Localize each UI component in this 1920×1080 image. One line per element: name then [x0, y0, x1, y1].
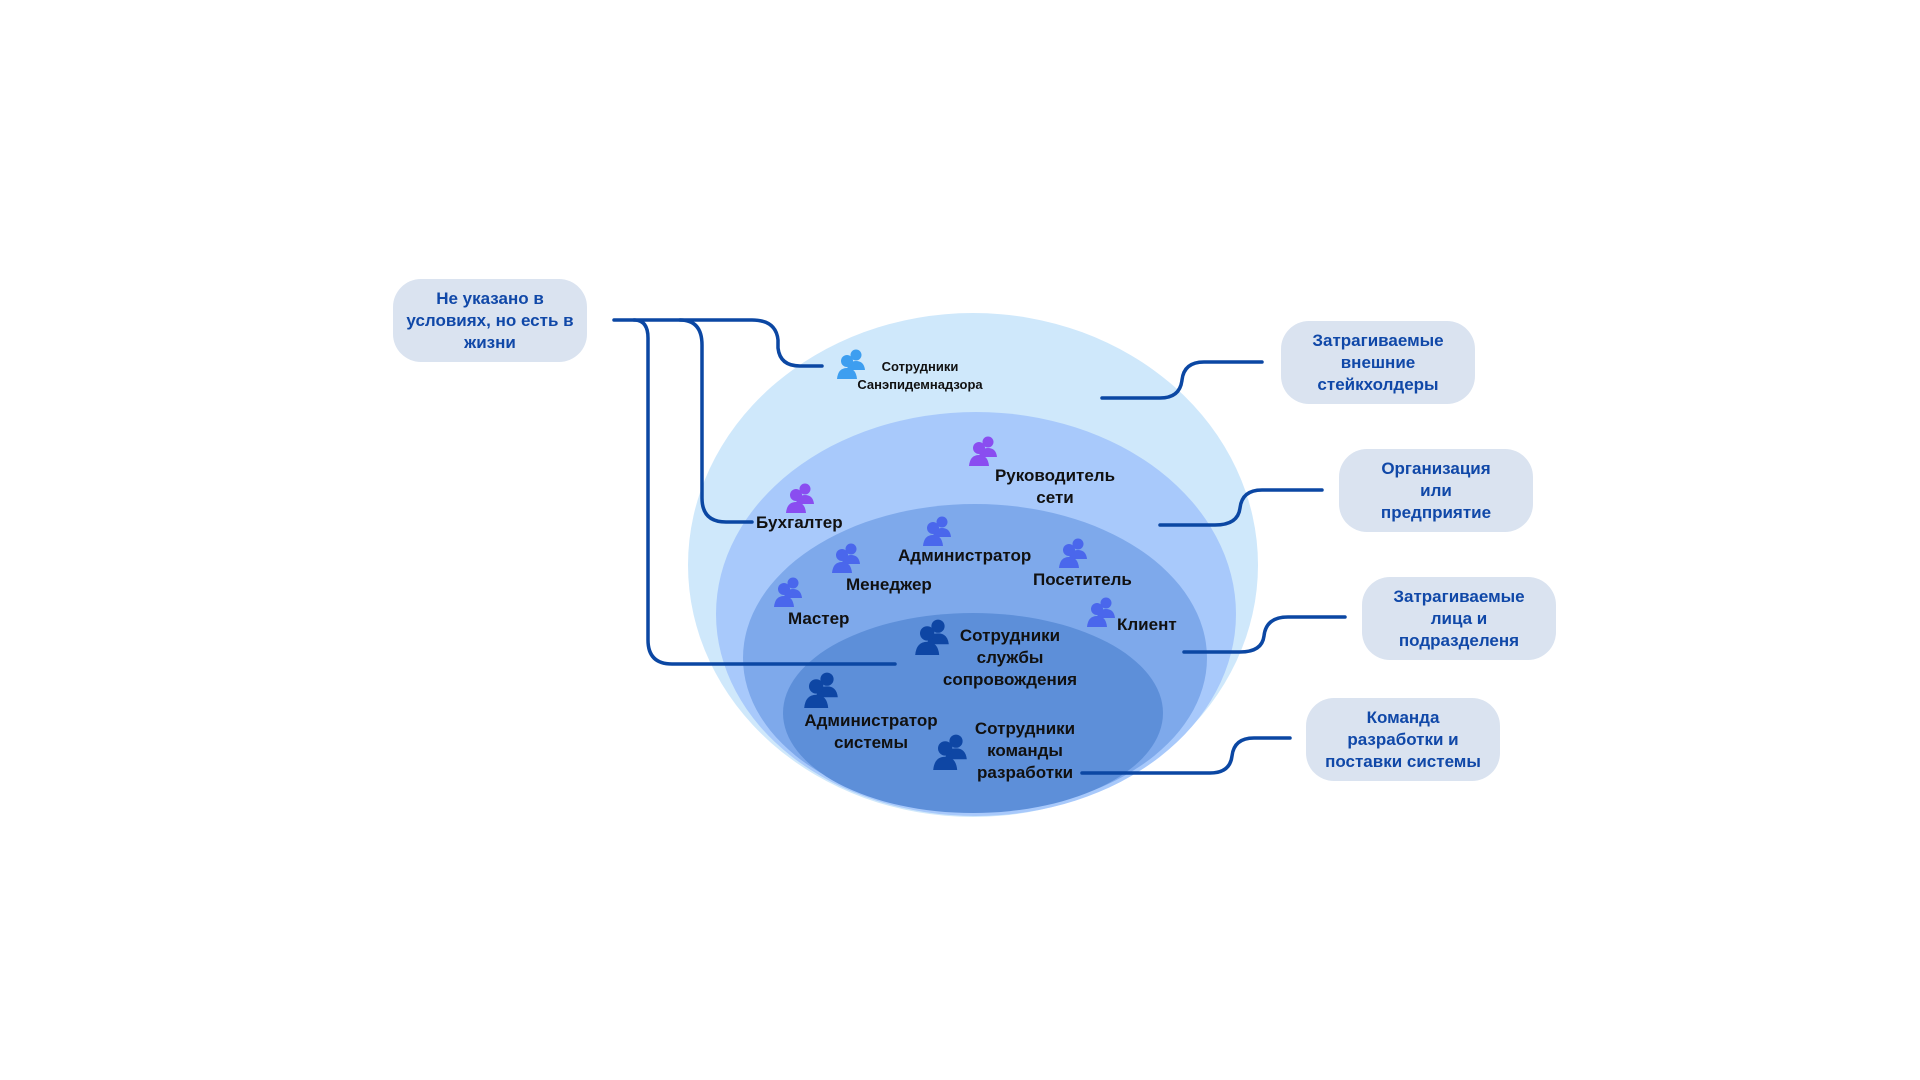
stakeholder-sys-admin-label: Администратор системы: [804, 711, 938, 752]
people-icon: [804, 672, 838, 708]
callout-affected: Затрагиваемые лица и подразделеня: [1362, 577, 1556, 660]
people-icon: [933, 734, 967, 770]
callout-organization-text: Организация или предприятие: [1380, 458, 1492, 522]
people-icon: [923, 516, 951, 546]
callout-external: Затрагиваемые внешние стейкхолдеры: [1281, 321, 1475, 404]
stakeholder-client-label: Клиент: [1117, 615, 1177, 634]
people-icon: [774, 577, 802, 607]
people-icon: [837, 349, 865, 379]
callout-unspecified-text: Не указано в условиях, но есть в жизни: [406, 288, 574, 352]
stakeholder-administrator-label: Администратор: [898, 546, 1032, 565]
stakeholder-dev-staff-label: Сотрудники команды разработки: [974, 719, 1076, 782]
callout-affected-text: Затрагиваемые лица и подразделеня: [1393, 586, 1525, 650]
callout-dev-team: Команда разработки и поставки системы: [1306, 698, 1500, 781]
stakeholder-manager-label: Менеджер: [846, 575, 932, 594]
left-connectors: [612, 318, 897, 666]
callout-dev-team-text: Команда разработки и поставки системы: [1325, 707, 1481, 771]
connector-organization: [1158, 488, 1324, 527]
stakeholder-visitor-label: Посетитель: [1033, 570, 1132, 589]
connector-external: [1100, 360, 1264, 400]
people-icon: [1059, 538, 1087, 568]
callout-unspecified: Не указано в условиях, но есть в жизни: [393, 279, 587, 362]
stakeholder-network-head-label: Руководитель сети: [994, 466, 1116, 507]
people-icon: [832, 543, 860, 573]
people-icon: [1087, 597, 1115, 627]
connector-to-accountant: [678, 318, 754, 524]
connector-dev-team: [1080, 736, 1292, 775]
stakeholder-accountant-label: Бухгалтер: [756, 513, 843, 532]
connector-to-sanepid: [612, 318, 824, 368]
people-icon: [915, 619, 949, 655]
people-icon: [969, 436, 997, 466]
connector-to-support: [632, 318, 897, 666]
right-connectors: [1080, 360, 1347, 775]
callout-external-text: Затрагиваемые внешние стейкхолдеры: [1312, 330, 1444, 394]
stakeholder-master-label: Мастер: [788, 609, 850, 628]
stakeholder-support-staff-label: Сотрудники службы сопровождения: [942, 626, 1078, 689]
stakeholder-sanepid-label: Сотрудники Санэпидемнадзора: [857, 359, 983, 392]
connector-affected: [1182, 615, 1347, 654]
callout-organization: Организация или предприятие: [1339, 449, 1533, 532]
people-icon: [786, 483, 814, 513]
